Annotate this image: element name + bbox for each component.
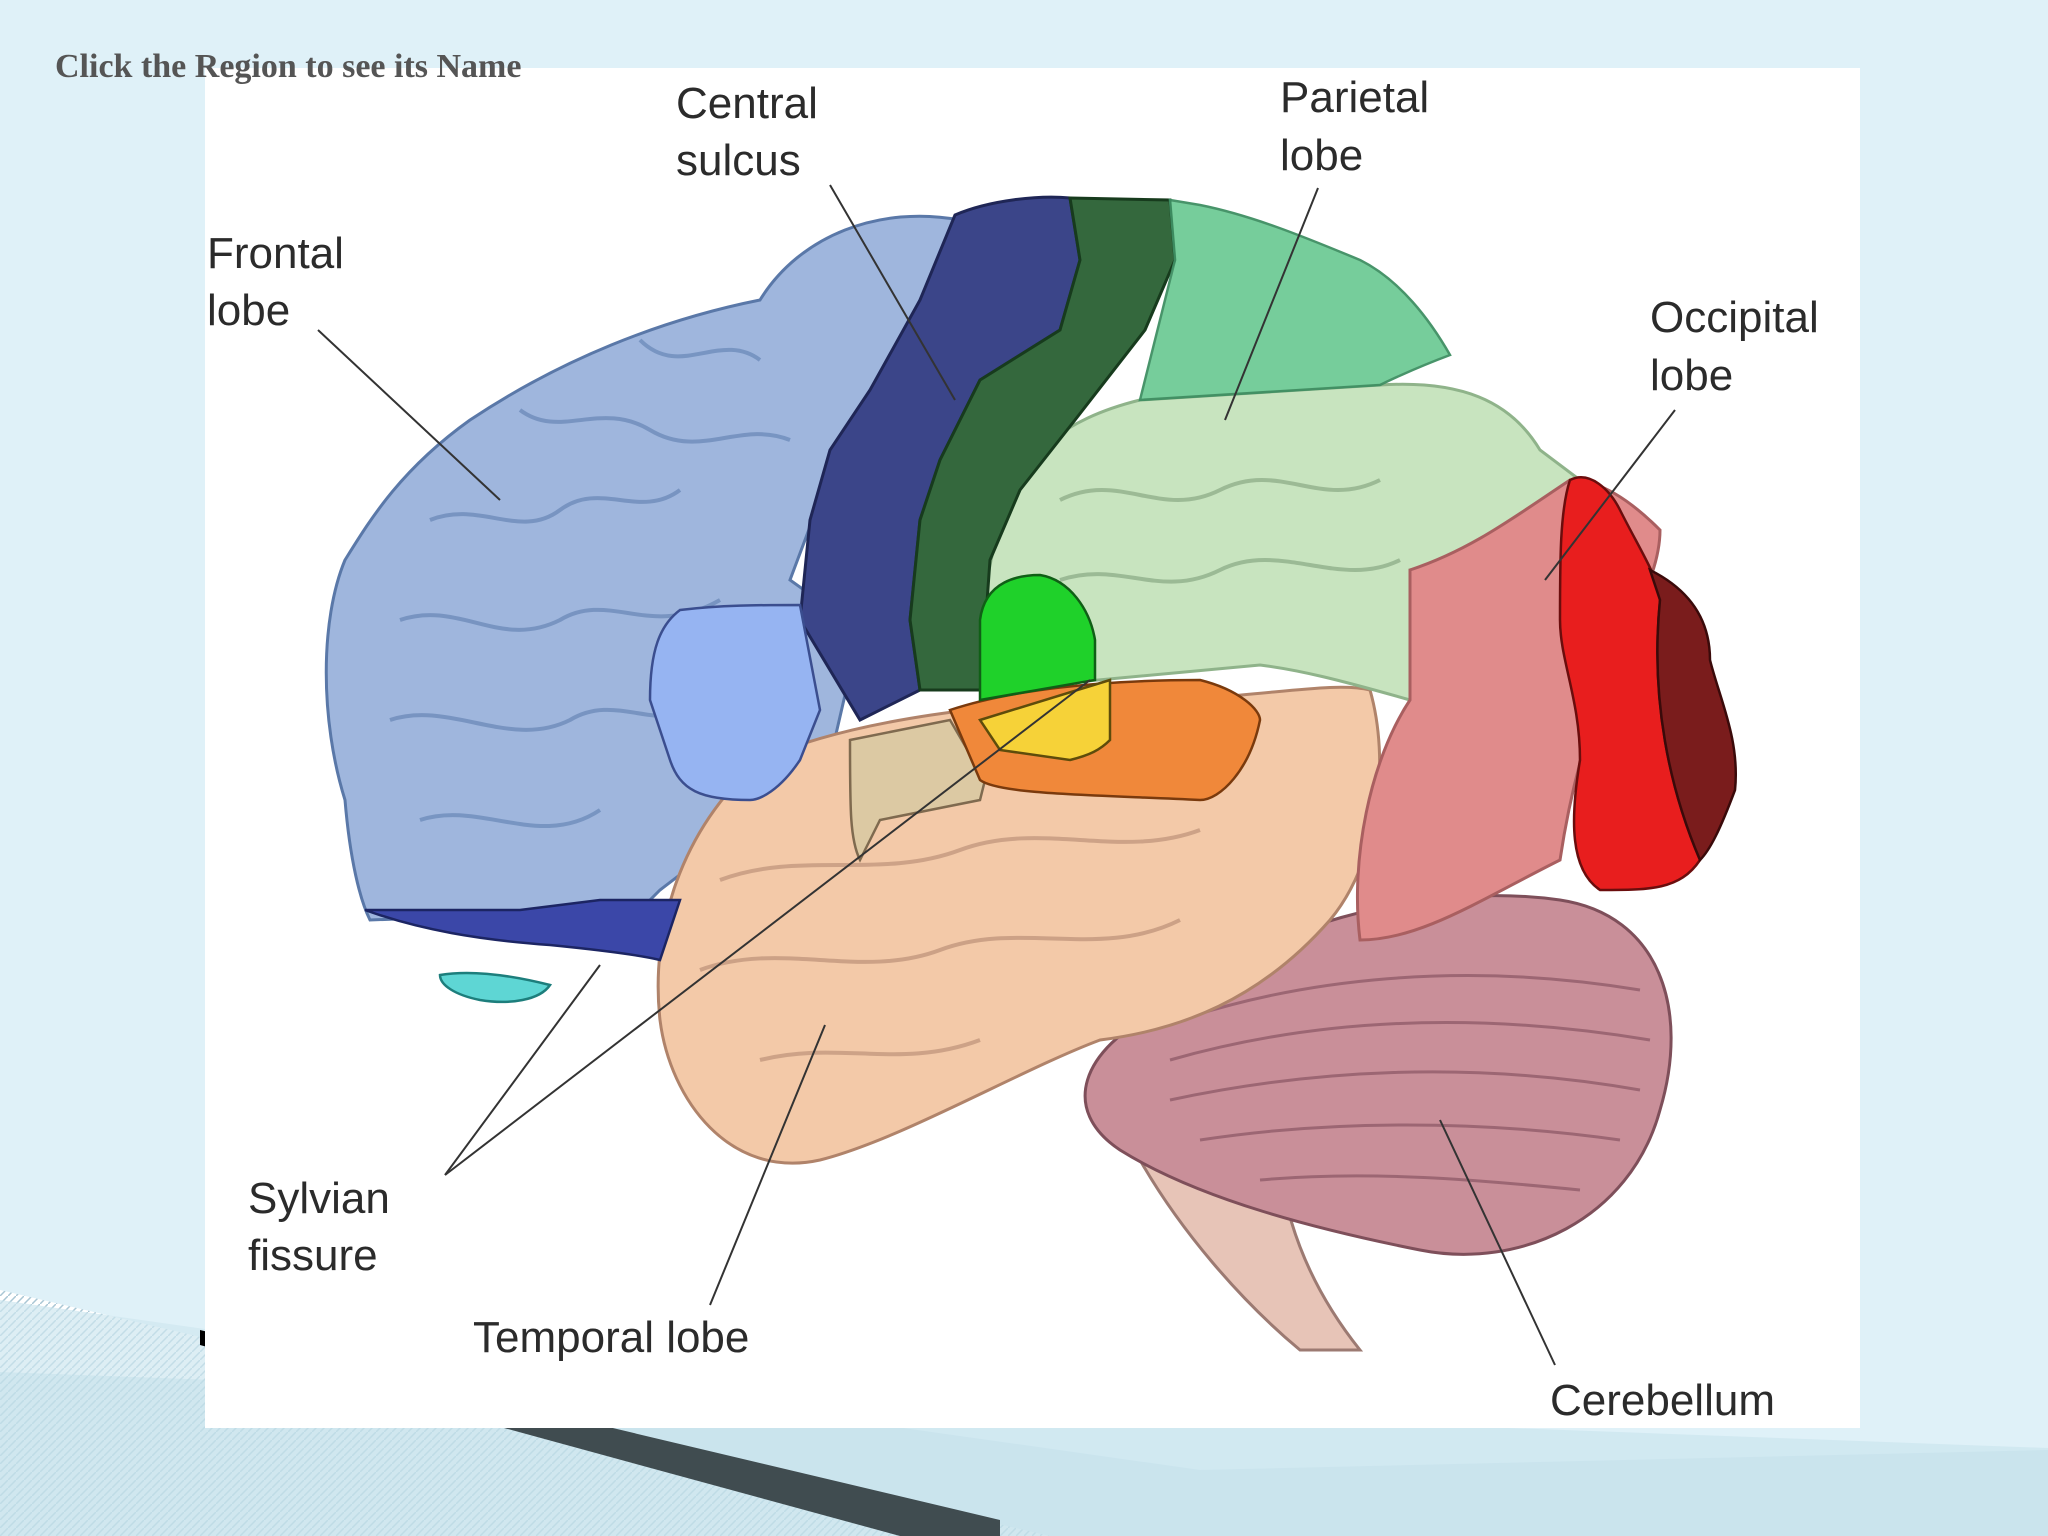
temporal-label: Temporal lobe (473, 1313, 749, 1362)
somatosensory-region[interactable] (1138, 198, 1452, 402)
primary-visual-region[interactable] (1558, 476, 1702, 892)
cerebellum-folia (1169, 974, 1651, 1192)
occipital-label-line2: lobe (1650, 351, 1733, 400)
brain (324, 195, 1737, 1352)
parietal-label-line1: Parietal (1280, 73, 1429, 122)
sylvian-label-line2: fissure (248, 1231, 378, 1280)
diagram-labels: Frontal lobe Central sulcus Parietal lob… (207, 73, 1819, 1425)
temporal-gyri (699, 828, 1201, 1062)
frontal-label-line1: Frontal (207, 229, 344, 278)
sylvian-label-line1: Sylvian (248, 1174, 390, 1223)
central-label-line2: sulcus (676, 136, 801, 185)
secondary-visual-region[interactable] (1647, 567, 1737, 863)
olfactory-region[interactable] (438, 971, 553, 1004)
brainstem (1137, 1158, 1364, 1352)
frontal-gyri (389, 338, 791, 828)
frontal-label-line2: lobe (207, 286, 290, 335)
parietal-gyri (1059, 478, 1401, 584)
leader-lines (317, 184, 1676, 1366)
orbitofrontal-region[interactable] (364, 898, 682, 962)
broca-area-region[interactable] (648, 603, 822, 802)
supramarginal-gyrus-region[interactable] (978, 573, 1097, 702)
parietal-label-line2: lobe (1280, 131, 1363, 180)
central-label-line1: Central (676, 79, 818, 128)
auditory-cortex-region[interactable] (848, 718, 987, 863)
occipital-label-line1: Occipital (1650, 293, 1819, 342)
cerebellum-label: Cerebellum (1550, 1376, 1775, 1425)
instruction-text: Click the Region to see its Name (55, 48, 522, 85)
